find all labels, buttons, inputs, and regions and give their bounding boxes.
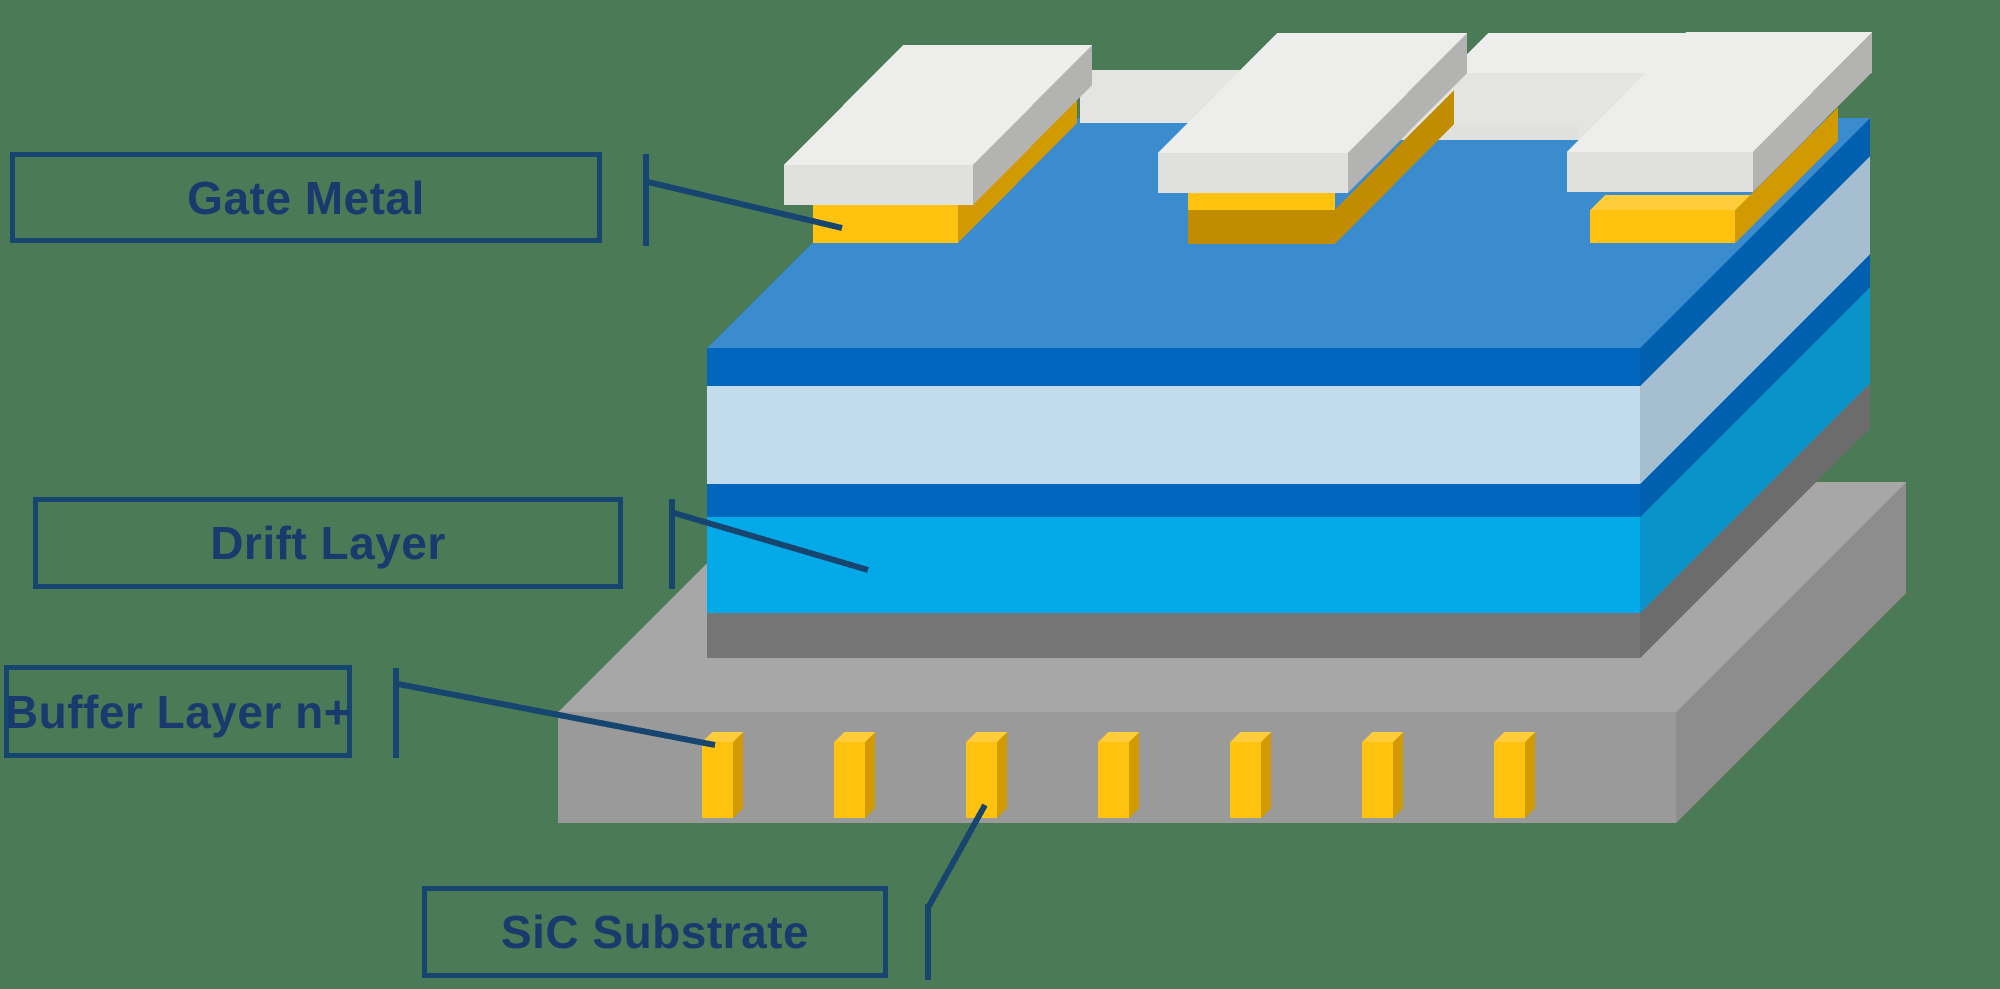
- gate-assembly-2: [1158, 33, 1467, 244]
- substrate-via: [1230, 732, 1271, 818]
- drift-layer-front-face: [707, 517, 1640, 613]
- buffer-layer-front-face: [707, 613, 1640, 658]
- contact-bar-front-face: [1567, 152, 1753, 192]
- contact-bar-top-face: [1158, 33, 1467, 153]
- label-gate-metal: Gate Metal: [187, 171, 425, 224]
- contact-bar-top-face: [784, 45, 1092, 165]
- lower-blue-layer-front-face: [707, 484, 1640, 517]
- callout-gate-line: [647, 179, 843, 231]
- label-sic-substrate: SiC Substrate: [500, 906, 810, 958]
- substrate-via-row: [702, 732, 1535, 818]
- label-box-buffer-layer: Buffer Layer n+: [4, 665, 352, 758]
- contact-bar-front-face: [1158, 153, 1348, 193]
- substrate-via: [702, 732, 743, 818]
- connector-strap-left: [1080, 70, 1240, 123]
- contact-bar-top-face: [1567, 32, 1872, 152]
- gate-metal-bar-right-face: [1735, 107, 1838, 243]
- gate-metal-bar-top-face: [1590, 195, 1750, 210]
- lower-blue-layer-right-face: [1640, 254, 1870, 517]
- substrate-via: [966, 732, 1007, 818]
- gate-metal-bar-right-face: [1335, 90, 1454, 244]
- callout-drift-line: [673, 510, 869, 573]
- label-drift-layer: Drift Layer: [210, 517, 446, 569]
- contact-bar-front-face: [784, 165, 973, 205]
- callout-substrate-line: [926, 803, 988, 908]
- gate-assembly-1: [784, 45, 1092, 243]
- substrate-via: [1494, 732, 1535, 818]
- drift-layer-right-face: [1640, 287, 1870, 613]
- contact-bar-right-face: [1753, 32, 1872, 192]
- pale-layer-right-face: [1640, 156, 1870, 484]
- gate-assembly-3: [1567, 32, 1872, 243]
- gate-metal-bar-front-face: [1188, 210, 1335, 244]
- callouts: [393, 154, 988, 980]
- gate-metal-bar-front-face: [1590, 210, 1735, 243]
- top-blue-layer-front-face: [707, 348, 1640, 386]
- pale-layer-front-face: [707, 386, 1640, 484]
- label-box-gate-metal: Gate Metal: [10, 152, 602, 243]
- callout-buffer-line: [397, 681, 716, 748]
- label-buffer-layer: Buffer Layer n+: [4, 685, 352, 738]
- label-box-sic-substrate: SiC Substrate: [422, 886, 888, 978]
- contact-bar-right-face: [973, 45, 1092, 205]
- substrate-via: [1098, 732, 1139, 818]
- top-blue-layer-right-face: [1640, 118, 1870, 386]
- contact-bar-right-face: [1348, 33, 1467, 193]
- gate-metal-bar-top-face: [1188, 193, 1335, 210]
- substrate-via: [834, 732, 875, 818]
- substrate-right-face: [1676, 482, 1906, 823]
- gate-metal-bar-front-face: [813, 205, 958, 243]
- buffer-layer-right-face: [1640, 383, 1870, 658]
- label-box-drift-layer: Drift Layer: [33, 497, 623, 589]
- substrate-via: [1362, 732, 1403, 818]
